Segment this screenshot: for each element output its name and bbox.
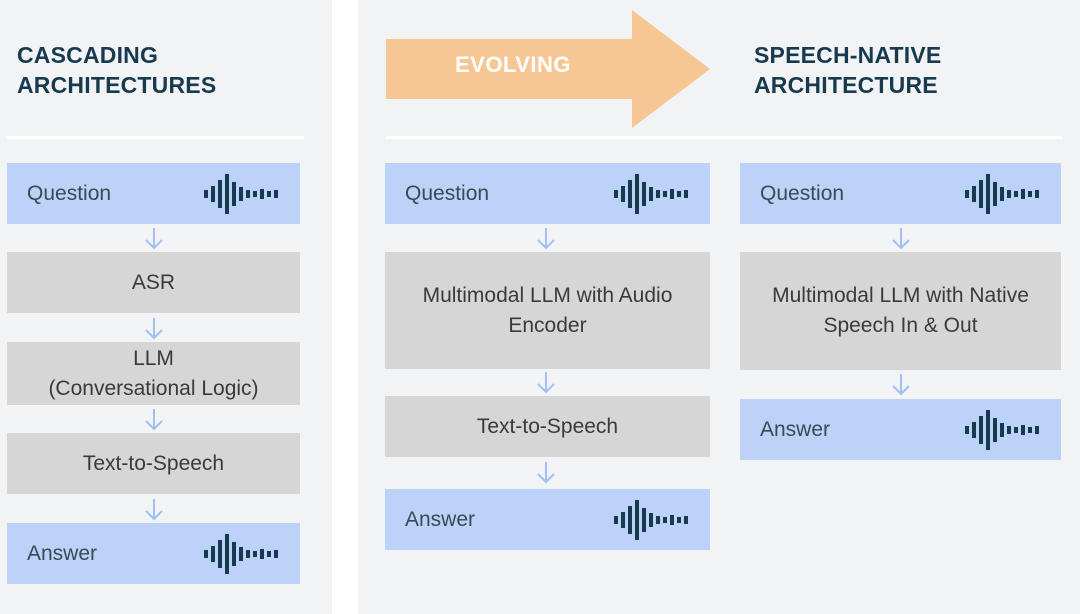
llm-label-line1: LLM	[133, 346, 174, 370]
speech-native-title-line1: SPEECH-NATIVE	[754, 42, 942, 68]
audio-encoder-llm-line1: Multimodal LLM with Audio	[422, 283, 673, 307]
cascading-title-line1: CASCADING	[17, 42, 159, 68]
llm-box: LLM (Conversational Logic)	[7, 342, 300, 405]
audio-waveform-icon	[614, 174, 690, 214]
right-answer-box: Answer	[740, 399, 1061, 460]
native-speech-llm-line1: Multimodal LLM with Native	[772, 284, 1029, 307]
middle-answer-box: Answer	[385, 489, 710, 550]
audio-waveform-icon	[204, 174, 280, 214]
arrow-down-icon	[536, 372, 556, 394]
audio-encoder-llm-line2: Encoder	[508, 313, 587, 337]
audio-encoder-llm-box: Multimodal LLM with Audio Encoder	[385, 252, 710, 369]
arrow-down-icon	[144, 318, 164, 340]
middle-question-label: Question	[405, 181, 490, 205]
arrow-down-icon	[891, 374, 911, 396]
cascading-tts-box: Text-to-Speech	[7, 433, 300, 494]
cascading-question-label: Question	[27, 181, 112, 205]
audio-waveform-icon	[204, 534, 280, 574]
asr-box: ASR	[7, 252, 300, 313]
audio-waveform-icon	[965, 410, 1041, 450]
audio-waveform-icon	[965, 174, 1041, 214]
right-question-label: Question	[760, 181, 845, 205]
evolving-label: EVOLVING	[454, 52, 572, 77]
middle-tts-box: Text-to-Speech	[385, 396, 710, 457]
evolving-arrow-icon	[386, 10, 710, 128]
evolving-divider	[386, 136, 1062, 139]
cascading-tts-label: Text-to-Speech	[82, 451, 225, 475]
middle-tts-label: Text-to-Speech	[476, 414, 619, 438]
arrow-down-icon	[144, 228, 164, 250]
middle-answer-label: Answer	[405, 507, 476, 531]
speech-native-title-line2: ARCHITECTURE	[754, 72, 938, 98]
middle-question-box: Question	[385, 163, 710, 224]
arrow-down-icon	[144, 499, 164, 521]
cascading-title-line2: ARCHITECTURES	[17, 72, 217, 98]
arrow-down-icon	[536, 228, 556, 250]
right-answer-label: Answer	[760, 417, 831, 441]
native-speech-llm-box: Multimodal LLM with Native Speech In & O…	[740, 252, 1061, 370]
asr-label: ASR	[131, 270, 176, 294]
llm-label-line2: (Conversational Logic)	[48, 376, 259, 400]
arrow-down-icon	[891, 228, 911, 250]
cascading-divider	[6, 136, 304, 139]
speech-native-title: SPEECH-NATIVE ARCHITECTURE	[754, 40, 941, 100]
cascading-answer-label: Answer	[27, 541, 98, 565]
right-question-box: Question	[740, 163, 1061, 224]
cascading-title: CASCADING ARCHITECTURES	[17, 40, 216, 100]
cascading-question-box: Question	[7, 163, 300, 224]
cascading-answer-box: Answer	[7, 523, 300, 584]
arrow-down-icon	[144, 409, 164, 431]
audio-waveform-icon	[614, 500, 690, 540]
arrow-down-icon	[536, 462, 556, 484]
native-speech-llm-line2: Speech In & Out	[823, 314, 978, 337]
